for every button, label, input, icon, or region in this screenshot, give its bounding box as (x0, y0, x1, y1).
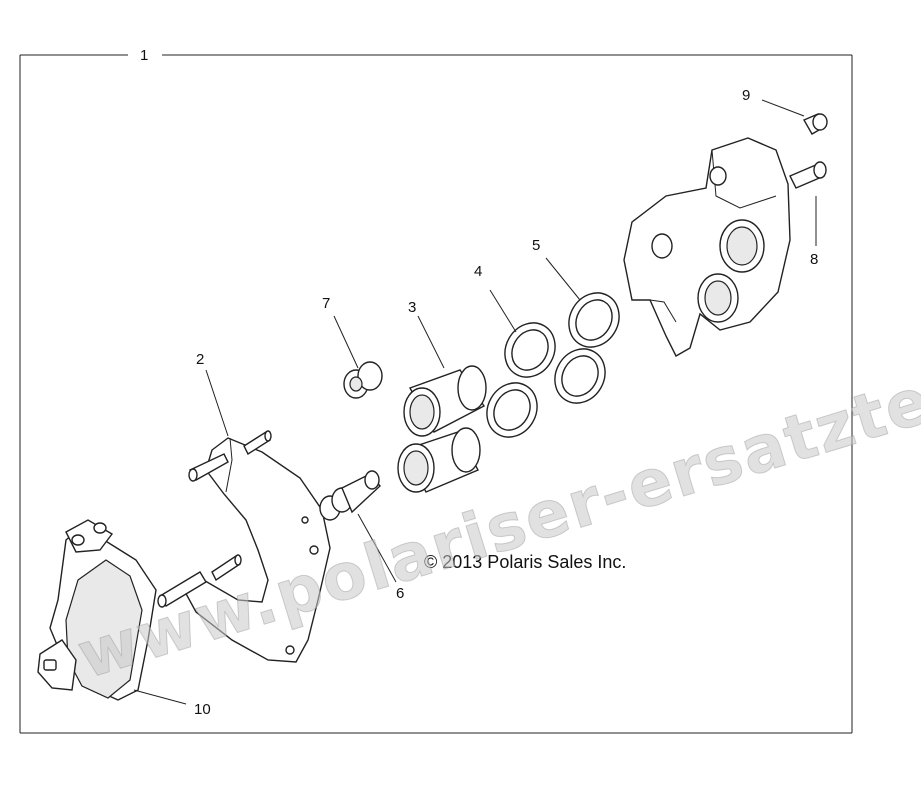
copyright-notice: © 2013 Polaris Sales Inc. (424, 552, 626, 572)
callout-2: 2 (196, 351, 204, 368)
bleeder-cap (803, 113, 828, 135)
bleeder-screw (789, 161, 827, 189)
pin-boot (343, 361, 383, 399)
piston-seals-large (554, 292, 620, 404)
callout-1: 1 (140, 47, 148, 64)
callout-6: 6 (396, 585, 404, 602)
callout-8: 8 (810, 251, 818, 268)
callout-labels: 1 2 3 4 5 6 7 8 9 10 (140, 47, 818, 718)
caliper-body (623, 137, 791, 357)
callout-3: 3 (408, 299, 416, 316)
callout-4: 4 (474, 263, 482, 280)
assembly-frame (19, 54, 853, 734)
slide-pin (319, 470, 381, 521)
callout-9: 9 (742, 87, 750, 104)
brake-pads (37, 519, 157, 701)
callout-5: 5 (532, 237, 540, 254)
piston-seals-small (486, 322, 556, 438)
caliper-bracket (157, 430, 331, 663)
leader-lines (133, 99, 817, 705)
pistons (397, 365, 487, 493)
callout-7: 7 (322, 295, 330, 312)
callout-10: 10 (194, 701, 211, 718)
